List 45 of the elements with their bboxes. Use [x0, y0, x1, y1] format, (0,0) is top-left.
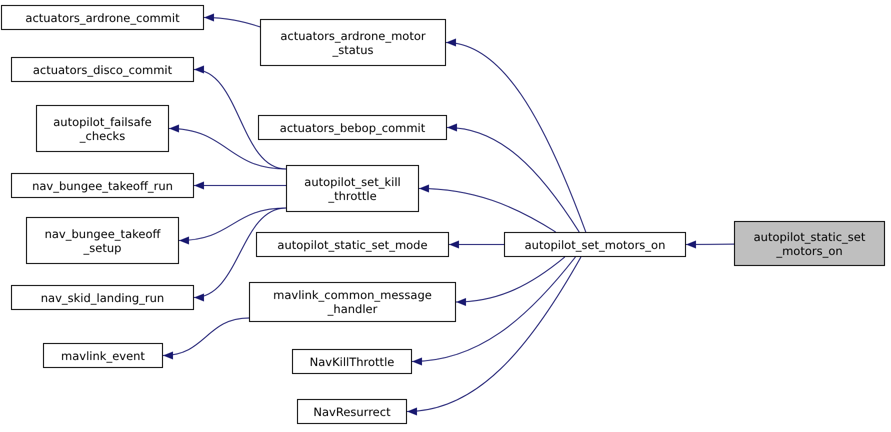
call-arrow [686, 240, 734, 248]
call-arrow [456, 256, 566, 306]
function-box [43, 343, 163, 368]
call-arrow [406, 256, 582, 415]
function-name: autopilot_static_set_mode [277, 238, 428, 252]
function-name: actuators_disco_commit [32, 62, 172, 76]
call-arrow [412, 256, 576, 365]
call-arrow [204, 14, 260, 28]
call-arrow [448, 240, 504, 248]
function-box [260, 19, 446, 66]
function-box [292, 349, 412, 374]
function-box [249, 282, 456, 322]
call-arrow [446, 124, 580, 232]
function-box [11, 57, 194, 82]
function-name: actuators_ardrone_commit [25, 10, 180, 24]
function-name: NavKillThrottle [310, 354, 394, 368]
function-box [11, 285, 194, 310]
function-box [297, 399, 407, 424]
function-box [504, 232, 686, 257]
function-name: autopilot_set_kill _throttle [303, 174, 402, 202]
call-arrow [168, 125, 286, 170]
function-box [36, 105, 169, 152]
function-name: NavResurrect [313, 404, 391, 418]
function-name: nav_bungee_takeoff_run [32, 178, 173, 192]
function-box [26, 217, 179, 264]
function-box [11, 173, 194, 198]
function-name: actuators_ardrone_motor _status [279, 28, 427, 56]
call-arrow [418, 184, 556, 232]
function-box [734, 221, 885, 266]
function-name: autopilot_set_motors_on [524, 238, 666, 252]
function-box [1, 5, 204, 30]
call-arrow [194, 182, 286, 190]
function-box [258, 115, 447, 140]
function-box [286, 165, 419, 212]
function-name: autopilot_static_set _motors_on [752, 230, 866, 258]
function-name: mavlink_common_message _handler [272, 288, 433, 316]
call-arrow [446, 40, 586, 232]
function-name: nav_bungee_takeoff _setup [44, 226, 162, 254]
call-arrow [162, 318, 250, 359]
function-box [256, 232, 449, 257]
call-arrow [194, 208, 286, 300]
function-name: autopilot_failsafe _checks [52, 114, 153, 142]
function-name: nav_skid_landing_run [40, 290, 164, 304]
function-name: mavlink_event [61, 348, 145, 362]
function-name: actuators_bebop_commit [280, 120, 426, 134]
